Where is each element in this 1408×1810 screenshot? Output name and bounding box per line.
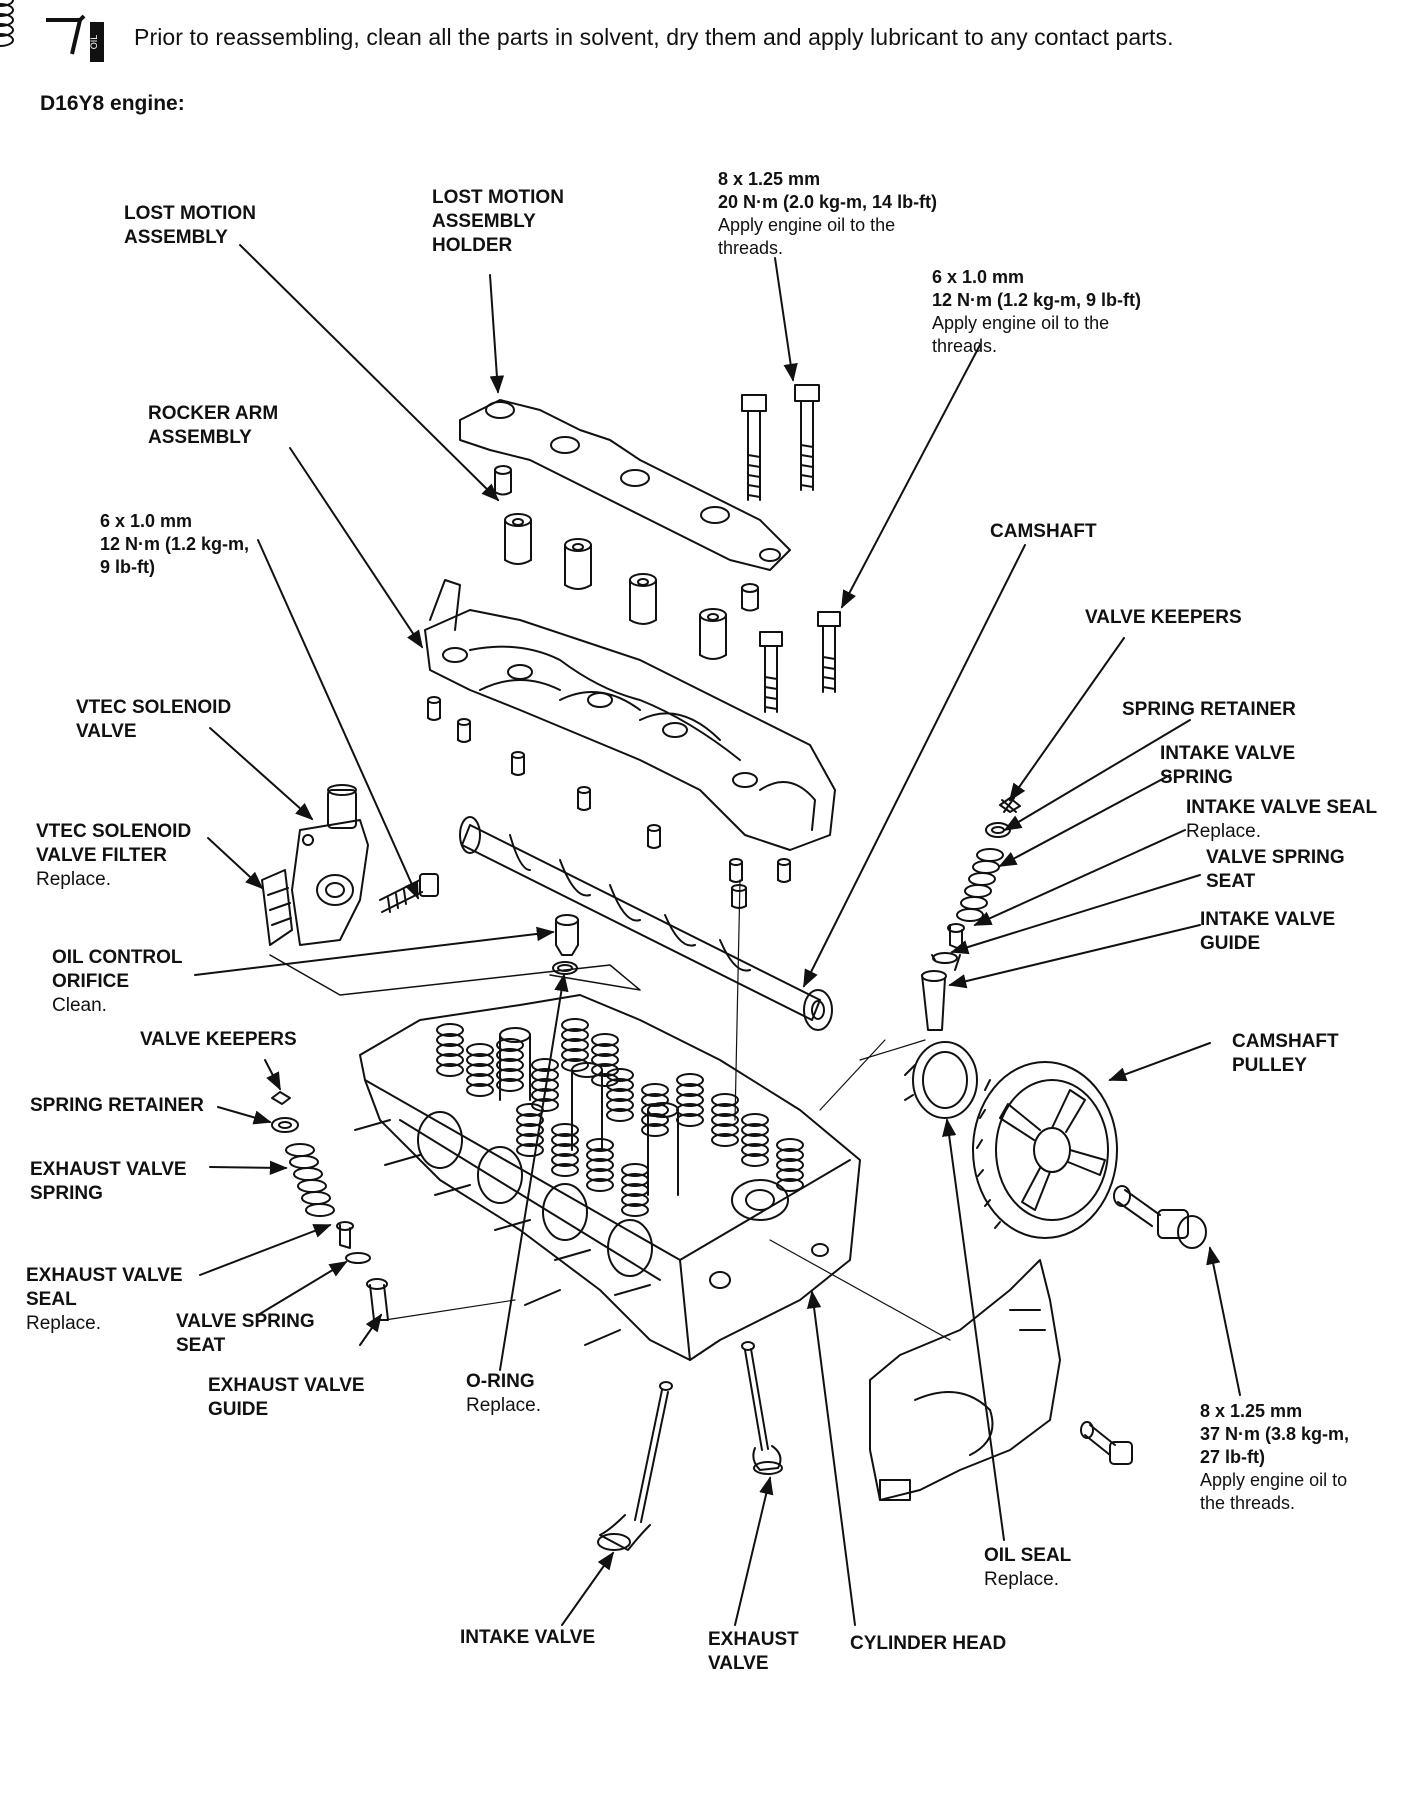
label-spring-retainer-left: SPRING RETAINER (30, 1095, 204, 1116)
label-oil-control-orifice: OIL CONTROL ORIFICE Clean. (52, 947, 183, 1016)
exhaust-valve-components (271, 1091, 389, 1321)
rocker-arm-assembly (424, 579, 836, 851)
label-rocker-bolt-spec: 6 x 1.0 mm 12 N·m (1.2 kg-m, 9 lb-ft) Ap… (932, 267, 1142, 356)
label-camshaft: CAMSHAFT (990, 521, 1097, 542)
label-holder-bolt-spec: 8 x 1.25 mm 20 N·m (2.0 kg-m, 14 lb-ft) … (718, 169, 938, 258)
lost-motion-holder (459, 399, 791, 571)
reassembly-note: Prior to reassembling, clean all the par… (134, 24, 1174, 50)
label-cylinder-head: CYLINDER HEAD (850, 1633, 1007, 1654)
label-lost-motion-holder: LOST MOTION ASSEMBLY HOLDER (432, 187, 564, 256)
label-oil-seal: OIL SEAL Replace. (984, 1545, 1072, 1590)
o-ring (552, 961, 578, 975)
label-spring-retainer-right: SPRING RETAINER (1122, 699, 1296, 720)
label-lost-motion-assembly: LOST MOTION ASSEMBLY (124, 203, 256, 248)
cover-bolt (1080, 1421, 1133, 1465)
label-intake-valve-guide: INTAKE VALVE GUIDE (1200, 909, 1336, 954)
label-rocker-arm-assembly: ROCKER ARM ASSEMBLY (148, 403, 279, 448)
lost-motion-assemblies (494, 465, 759, 660)
intake-valve (597, 1381, 673, 1551)
pulley-bolt (1113, 1185, 1207, 1249)
label-exhaust-valve-seal: EXHAUST VALVE SEAL Replace. (26, 1265, 183, 1334)
label-intake-valve-spring: INTAKE VALVE SPRING (1160, 743, 1296, 788)
label-exhaust-valve: EXHAUST VALVE (708, 1629, 799, 1674)
dowel-pins (427, 696, 791, 909)
holder-bolts (741, 384, 841, 713)
intake-valve-components (921, 797, 1021, 1031)
label-intake-valve-seal: INTAKE VALVE SEAL Replace. (1186, 797, 1378, 842)
timing-belt-back-cover (869, 1259, 1061, 1501)
camshaft-pulley (972, 1061, 1118, 1239)
label-solenoid-bolt-spec: 6 x 1.0 mm 12 N·m (1.2 kg-m, 9 lb-ft) (100, 511, 250, 577)
label-o-ring: O-RING Replace. (466, 1371, 541, 1416)
head-springs-row (436, 1018, 804, 1217)
label-camshaft-pulley: CAMSHAFT PULLEY (1232, 1031, 1339, 1076)
label-exhaust-valve-spring: EXHAUST VALVE SPRING (30, 1159, 187, 1204)
head-valve-springs (0, 0, 14, 47)
engine-title: D16Y8 engine: (40, 92, 185, 115)
cylinder-head (354, 994, 861, 1361)
label-vtec-solenoid-filter: VTEC SOLENOID VALVE FILTER Replace. (36, 821, 192, 890)
oil-can-icon: OIL (46, 14, 104, 62)
svg-text:OIL: OIL (89, 35, 99, 50)
exhaust-valve (741, 1341, 783, 1475)
camshaft (459, 816, 833, 1031)
vtec-solenoid-filter (261, 869, 293, 946)
label-vtec-solenoid-valve: VTEC SOLENOID VALVE (76, 697, 232, 742)
vtec-solenoid-valve (291, 784, 369, 946)
oil-seal (904, 1041, 978, 1119)
label-exhaust-valve-guide: EXHAUST VALVE GUIDE (208, 1375, 365, 1420)
label-valve-keepers-left: VALVE KEEPERS (140, 1029, 297, 1050)
label-valve-spring-seat-right: VALVE SPRING SEAT (1206, 847, 1345, 892)
spark-plug-tubes (499, 1027, 679, 1196)
label-intake-valve: INTAKE VALVE (460, 1627, 596, 1648)
leader-lines (194, 244, 1241, 1626)
label-valve-keepers-right: VALVE KEEPERS (1085, 607, 1242, 628)
label-valve-spring-seat-left: VALVE SPRING SEAT (176, 1311, 315, 1356)
oil-control-orifice (555, 914, 579, 956)
label-pulley-bolt-spec: 8 x 1.25 mm 37 N·m (3.8 kg-m, 27 lb-ft) … (1200, 1401, 1350, 1513)
